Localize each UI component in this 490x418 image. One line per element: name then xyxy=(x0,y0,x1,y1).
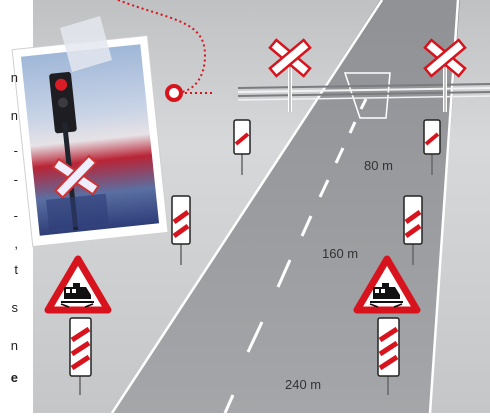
left-text-fragment: e xyxy=(0,370,18,385)
left-text-fragment: n xyxy=(0,70,18,85)
left-text-fragment: , xyxy=(0,236,18,251)
left-text-fragment: - xyxy=(0,208,18,223)
left-text-fragment: n xyxy=(0,108,18,123)
left-text-fragment: n xyxy=(0,338,18,353)
left-text-fragment: t xyxy=(0,262,18,277)
pointer-target-icon xyxy=(167,86,181,100)
left-text-fragment: - xyxy=(0,143,18,158)
left-text-fragment: s xyxy=(0,300,18,315)
left-text-fragment: - xyxy=(0,172,18,187)
distance-label-80: 80 m xyxy=(364,158,393,173)
distance-label-160: 160 m xyxy=(322,246,358,261)
photo-level-crossing-signal xyxy=(12,35,168,246)
distance-label-240: 240 m xyxy=(285,377,321,392)
